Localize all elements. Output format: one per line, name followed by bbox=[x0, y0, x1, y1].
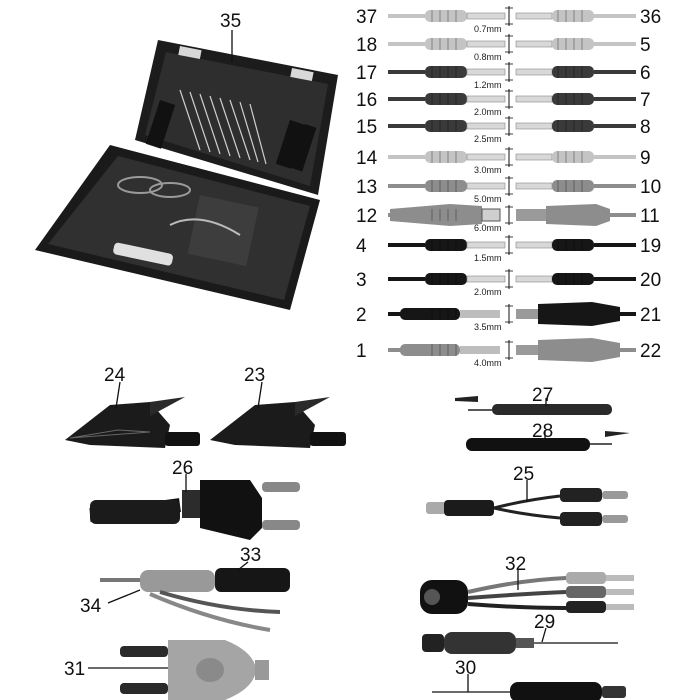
adapter-26-label: 26 bbox=[172, 458, 193, 479]
connector-left-number: 17 bbox=[356, 63, 377, 84]
connector-diameter: 2.0mm bbox=[474, 287, 502, 297]
connector-table: 37 36 0.7mm 18 5 0.8mm 17 6 1.2mm 16 7 2.0mm 15 8 2.5m… bbox=[356, 6, 661, 368]
connector-row: 15 8 2.5mm bbox=[356, 116, 651, 144]
connector-diameter: 1.2mm bbox=[474, 80, 502, 90]
connector-right-number: 6 bbox=[640, 63, 651, 84]
connector-left-number: 13 bbox=[356, 177, 377, 198]
clip-24-illustration: 24 bbox=[65, 365, 200, 448]
adapter-31-label: 31 bbox=[64, 659, 85, 680]
connector-right-number: 22 bbox=[640, 341, 661, 362]
connector-row: 4 19 1.5mm bbox=[356, 235, 661, 263]
connector-row: 3 20 2.0mm bbox=[356, 269, 661, 297]
probe-29-label: 29 bbox=[534, 612, 555, 633]
connector-left-number: 12 bbox=[356, 206, 377, 227]
cable-25-label: 25 bbox=[513, 464, 534, 485]
cable-32-illustration: 32 bbox=[420, 554, 634, 614]
probe-28-illustration: 28 bbox=[466, 421, 630, 451]
connector-right-number: 10 bbox=[640, 177, 661, 198]
probe-27-label: 27 bbox=[532, 385, 553, 406]
connector-diameter: 2.0mm bbox=[474, 107, 502, 117]
connector-right-number: 5 bbox=[640, 35, 651, 56]
connector-diameter: 5.0mm bbox=[474, 194, 502, 204]
connector-diameter: 3.0mm bbox=[474, 165, 502, 175]
connector-right-number: 19 bbox=[640, 236, 661, 257]
lead-33-34-illustration: 33 34 bbox=[80, 545, 290, 632]
clip-24-label: 24 bbox=[104, 365, 126, 386]
connector-right-number: 21 bbox=[640, 305, 661, 326]
connector-diameter: 2.5mm bbox=[474, 134, 502, 144]
connector-left-number: 37 bbox=[356, 7, 377, 28]
probe-30-label: 30 bbox=[455, 658, 476, 679]
probe-27-illustration: 27 bbox=[455, 385, 612, 415]
connector-diameter: 1.5mm bbox=[474, 253, 502, 263]
connector-right-number: 36 bbox=[640, 7, 661, 28]
connector-right-number: 11 bbox=[640, 206, 660, 227]
connector-row: 1 22 4.0mm bbox=[356, 338, 661, 368]
connector-row: 13 10 5.0mm bbox=[356, 176, 661, 204]
connector-right-number: 8 bbox=[640, 117, 651, 138]
connector-diameter: 6.0mm bbox=[474, 223, 502, 233]
connector-left-number: 18 bbox=[356, 35, 377, 56]
lead-33-label: 33 bbox=[240, 545, 261, 566]
lead-34-label: 34 bbox=[80, 596, 102, 617]
connector-diameter: 0.7mm bbox=[474, 24, 502, 34]
connector-right-number: 20 bbox=[640, 270, 661, 291]
connector-left-number: 4 bbox=[356, 236, 367, 257]
probe-29-illustration: 29 bbox=[422, 612, 618, 654]
connector-right-number: 7 bbox=[640, 90, 651, 111]
probe-28-label: 28 bbox=[532, 421, 553, 442]
connector-left-number: 14 bbox=[356, 148, 378, 169]
cable-32-label: 32 bbox=[505, 554, 526, 575]
connector-left-number: 2 bbox=[356, 305, 367, 326]
connector-row: 2 21 3.5mm bbox=[356, 302, 661, 332]
connector-left-number: 3 bbox=[356, 270, 367, 291]
connector-diameter: 4.0mm bbox=[474, 358, 502, 368]
clip-23-label: 23 bbox=[244, 365, 265, 386]
connector-diameter: 3.5mm bbox=[474, 322, 502, 332]
probe-30-illustration: 30 bbox=[432, 658, 626, 700]
connector-diameter: 0.8mm bbox=[474, 52, 502, 62]
connector-left-number: 15 bbox=[356, 117, 377, 138]
connector-left-number: 1 bbox=[356, 341, 367, 362]
connector-row: 37 36 0.7mm bbox=[356, 6, 661, 34]
clip-23-illustration: 23 bbox=[210, 365, 346, 448]
connector-row: 17 6 1.2mm bbox=[356, 62, 651, 90]
case-illustration: 35 bbox=[35, 11, 338, 310]
connector-right-number: 9 bbox=[640, 148, 651, 169]
adapter-31-illustration: 31 bbox=[64, 640, 269, 700]
connector-row: 18 5 0.8mm bbox=[356, 34, 651, 62]
connector-left-number: 16 bbox=[356, 90, 377, 111]
case-label: 35 bbox=[220, 11, 241, 32]
connector-row: 16 7 2.0mm bbox=[356, 89, 651, 117]
adapter-26-illustration: 26 bbox=[89, 458, 300, 540]
connector-row: 14 9 3.0mm bbox=[356, 147, 651, 175]
connector-row: 12 11 6.0mm bbox=[356, 204, 660, 233]
cable-25-illustration: 25 bbox=[426, 464, 628, 526]
